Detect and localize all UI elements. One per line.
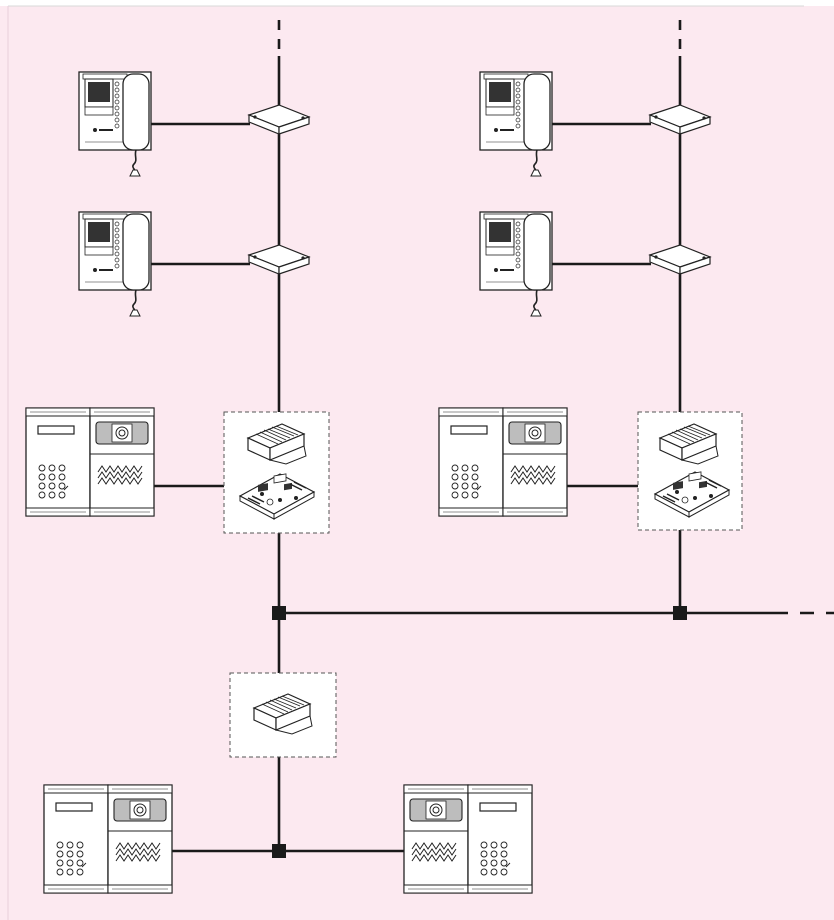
bus-node-1: [272, 606, 286, 620]
camera-module-main-right: [403, 784, 469, 894]
keypad-module-2: [438, 407, 504, 517]
keypad-module-main-left: [43, 784, 109, 894]
camera-module-2: [502, 407, 568, 517]
entrance-node: [272, 844, 286, 858]
bus-node-2: [673, 606, 687, 620]
top-margin: [0, 0, 834, 6]
camera-module-main-left: [107, 784, 173, 894]
keypad-module-main-right: [467, 784, 533, 894]
camera-module-1: [89, 407, 155, 517]
keypad-module-1: [25, 407, 91, 517]
